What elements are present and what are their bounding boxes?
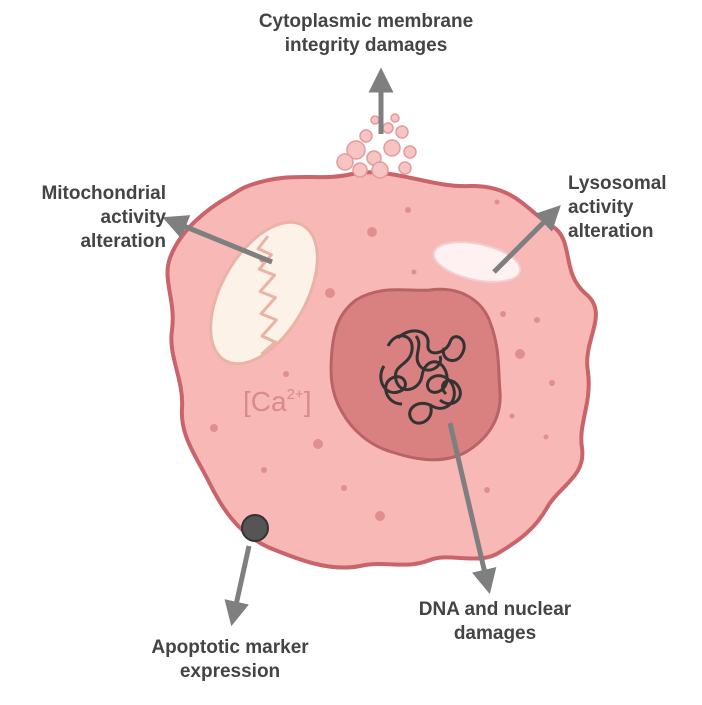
arrow-mitochondria — [162, 215, 273, 265]
label-apoptotic-line-1: Apoptotic marker — [151, 637, 309, 658]
arrow-dna — [447, 422, 497, 595]
label-apoptotic: Apoptotic marker expression — [120, 636, 340, 684]
lysosome — [432, 241, 522, 283]
apoptotic-marker — [241, 514, 269, 542]
arrow-apoptotic — [224, 545, 252, 627]
dna-tangle — [379, 329, 466, 425]
label-mitochondria-line-3: alteration — [80, 231, 166, 252]
label-lysosome-line-1: Lysosomal — [568, 173, 667, 194]
calcium-label: [Ca2+] — [243, 386, 312, 417]
label-membrane-line-1: Cytoplasmic membrane — [258, 11, 474, 32]
label-dna-line-2: damages — [453, 623, 537, 644]
label-dna: DNA and nuclear damages — [400, 598, 590, 646]
arrow-lysosome — [492, 205, 561, 274]
label-membrane-line-2: integrity damages — [284, 35, 448, 56]
label-membrane: Cytoplasmic membrane integrity damages — [236, 10, 496, 58]
label-apoptotic-line-2: expression — [179, 661, 281, 682]
label-lysosome-line-2: activity — [568, 197, 634, 218]
label-lysosome-line-3: alteration — [568, 221, 654, 242]
membrane-blebs — [336, 113, 417, 179]
cytoplasm-granules — [210, 199, 555, 521]
label-mitochondria-line-1: Mitochondrial — [41, 183, 166, 204]
label-lysosome: Lysosomal activity alteration — [568, 172, 698, 244]
nucleus — [329, 287, 502, 462]
label-mitochondria-line-2: activity — [100, 207, 166, 228]
label-dna-line-1: DNA and nuclear — [418, 599, 572, 620]
label-mitochondria: Mitochondrial activity alteration — [0, 182, 166, 254]
mitochondrion — [209, 220, 319, 366]
